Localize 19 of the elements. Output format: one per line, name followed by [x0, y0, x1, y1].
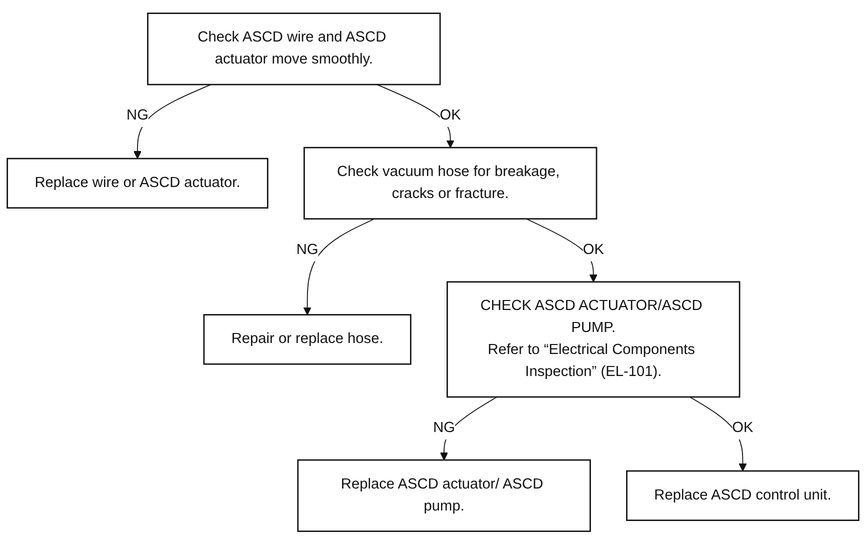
node-box: CHECK ASCD ACTUATOR/ASCD PUMP. Refer to “Electrical Components Inspection” (EL-101).	[446, 281, 740, 398]
edge-label: NG	[433, 420, 456, 436]
node-box: Repair or replace hose.	[203, 314, 412, 365]
arrow	[303, 218, 375, 316]
node-box: Check vacuum hose for breakage, cracks or fracture.	[304, 147, 598, 220]
arrow	[440, 396, 498, 461]
edge-label: NG	[126, 108, 148, 124]
arrow	[133, 84, 212, 160]
node-box: Check ASCD wire and ASCD actuator move smoothly.	[147, 12, 441, 86]
edge-label: OK	[582, 242, 604, 258]
arrow	[376, 84, 454, 148]
node-box: Replace ASCD control unit.	[626, 470, 860, 522]
node-box: Replace wire or ASCD actuator.	[6, 158, 268, 209]
arrow	[689, 396, 747, 472]
node-box: Replace ASCD actuator/ ASCD pump.	[297, 460, 591, 532]
edge-label: NG	[296, 242, 318, 258]
edge-label: OK	[440, 108, 461, 124]
edge-label: OK	[732, 420, 754, 436]
arrow	[526, 218, 598, 282]
